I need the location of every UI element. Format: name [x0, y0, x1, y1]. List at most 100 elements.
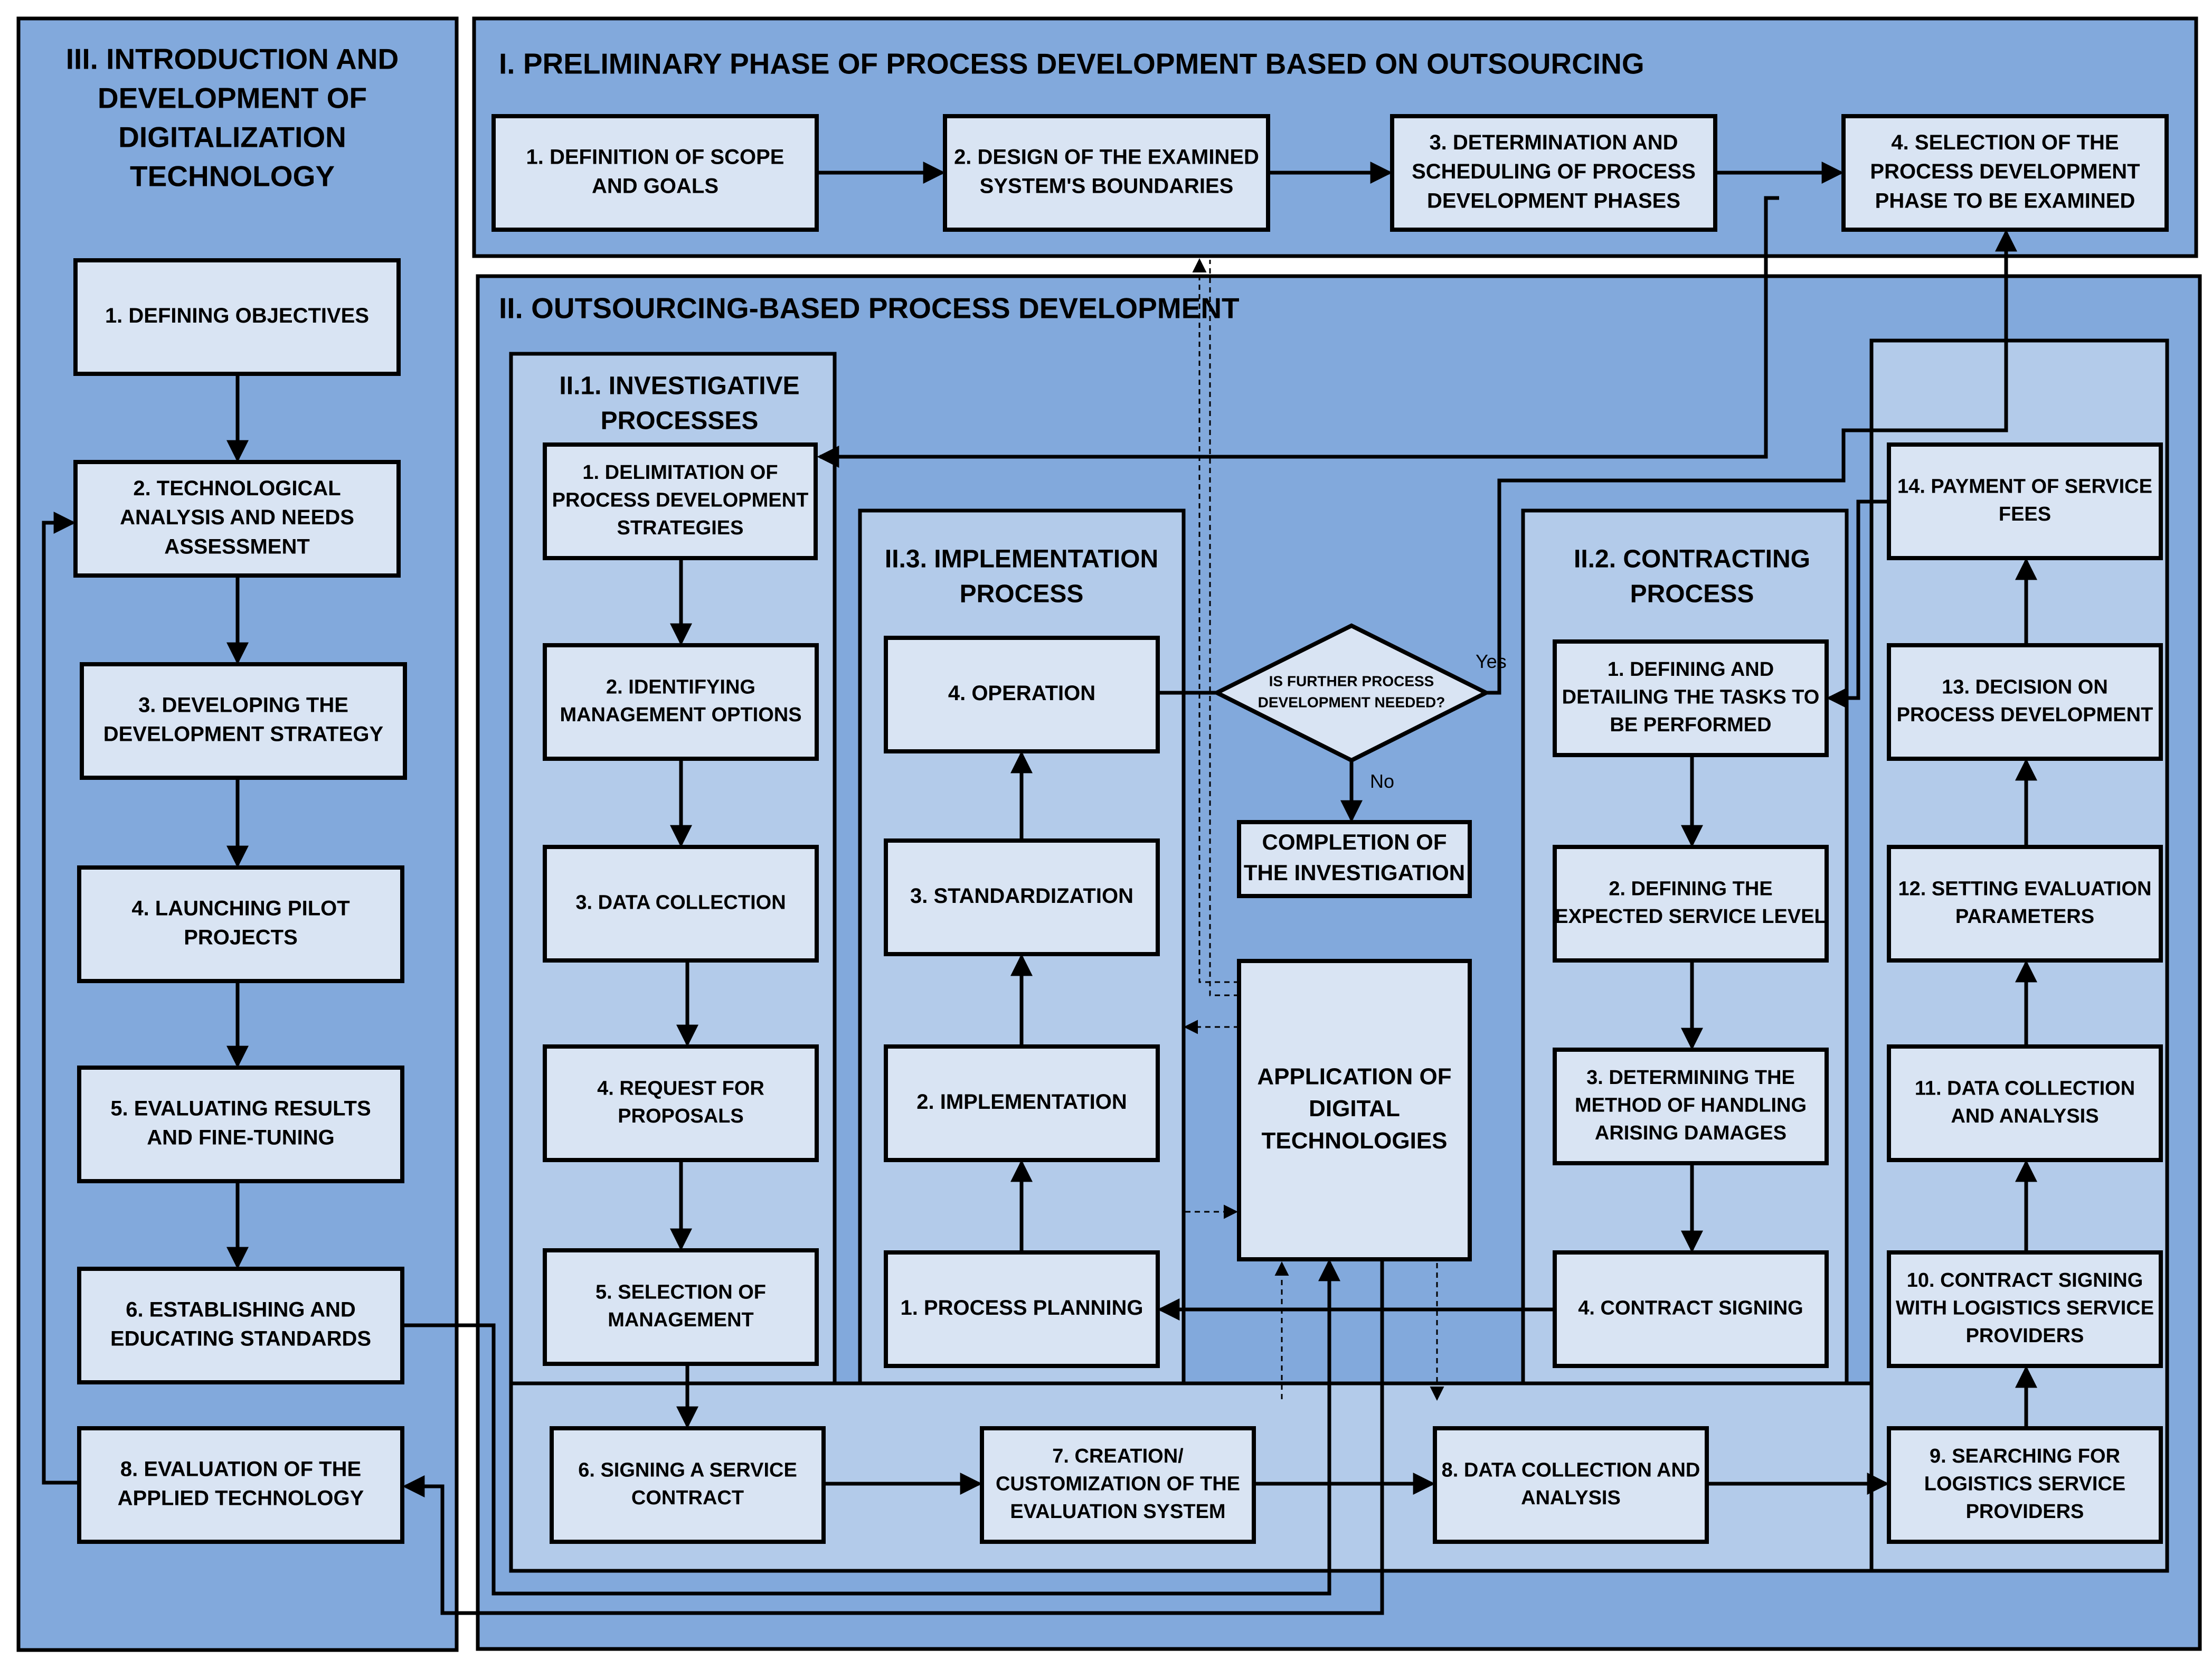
digital-technologies-box-line-2: DIGITAL — [1309, 1096, 1400, 1121]
implementation-step-2-line-1: 2. IMPLEMENTATION — [916, 1090, 1127, 1114]
dotted-digital-section1 — [1192, 258, 1239, 983]
implementation-step-3-frame — [884, 838, 1160, 956]
section3-step-4-line-2: PROJECTS — [184, 926, 298, 949]
contracting-step-4-line-1: 4. CONTRACT SIGNING — [1578, 1297, 1803, 1319]
investigative-step-4-line-2: PROPOSALS — [618, 1105, 744, 1127]
investigative-title-line-2: PROCESSES — [601, 407, 759, 435]
implementation-step-4: 4. OPERATION — [884, 636, 1160, 753]
section1-step-2-frame — [943, 114, 1270, 232]
section3-step-6: 6. ESTABLISHING AND EDUCATING STANDARDS — [77, 1267, 404, 1384]
contracting-step-1-line-3: BE PERFORMED — [1610, 714, 1771, 736]
investigative-step-12-line-2: PARAMETERS — [1955, 906, 2094, 928]
investigative-step-3-frame — [543, 845, 819, 963]
investigative-step-1-line-3: STRATEGIES — [617, 517, 744, 539]
section1-step-2-line-2: SYSTEM'S BOUNDARIES — [980, 175, 1234, 198]
investigative-step-9-line-3: PROVIDERS — [1966, 1501, 2084, 1523]
contracting-step-3-frame — [1553, 1048, 1829, 1165]
digital-technologies-box-frame — [1237, 959, 1472, 1261]
investigative-step-5-line-2: MANAGEMENT — [608, 1309, 754, 1331]
section3-step-7-line-2: APPLIED TECHNOLOGY — [118, 1487, 364, 1510]
decision-text-line-2: DEVELOPMENT NEEDED? — [1258, 694, 1445, 710]
implementation-step-4-line-1: 4. OPERATION — [948, 682, 1095, 705]
investigative-step-2-frame — [543, 643, 819, 761]
section3-title-line-2: DEVELOPMENT OF — [98, 82, 367, 115]
connectors — [42, 162, 2037, 1615]
contracting-step-3-line-3: ARISING DAMAGES — [1595, 1122, 1786, 1144]
section3-step-1-line-1: 1. DEFINING OBJECTIVES — [105, 304, 369, 327]
investigative-step-7: 7. CREATION/CUSTOMIZATION OF THEEVALUATI… — [980, 1426, 1256, 1544]
investigative-step-11-frame — [1887, 1044, 2163, 1162]
investigative-step-2: 2. IDENTIFYING MANAGEMENT OPTIONS — [543, 643, 819, 761]
investigative-step-10-frame — [1887, 1250, 2163, 1368]
implementation-step-1-line-1: 1. PROCESS PLANNING — [900, 1296, 1143, 1319]
contracting-step-3-line-1: 3. DETERMINING THE — [1586, 1067, 1795, 1089]
investigative-step-3-line-1: 3. DATA COLLECTION — [575, 892, 786, 914]
section1-step-3-line-2: SCHEDULING OF PROCESS — [1412, 160, 1696, 183]
investigative-step-7-line-3: EVALUATION SYSTEM — [1010, 1501, 1225, 1523]
section3-step-6-line-1: 6. ESTABLISHING AND — [126, 1298, 356, 1321]
contracting-step-3-line-2: METHOD OF HANDLING — [1575, 1095, 1807, 1117]
section1-step-4-frame — [1841, 114, 2169, 232]
decision-no-label: No — [1370, 770, 1394, 792]
dotted-digital-section1-b — [1209, 260, 1239, 996]
section3-step-3-line-2: DEVELOPMENT STRATEGY — [103, 723, 384, 746]
arrow-s3-8-2 — [42, 512, 79, 1485]
decision-yes-label: Yes — [1476, 651, 1507, 672]
section3-step-5-line-1: 5. EVALUATING RESULTS — [110, 1097, 371, 1120]
investigative-step-14: 14. PAYMENT OF SERVICE FEES — [1887, 442, 2163, 560]
section1-step-2-line-1: 2. DESIGN OF THE EXAMINED — [954, 145, 1259, 168]
investigative-step-4-line-1: 4. REQUEST FOR — [597, 1077, 764, 1099]
investigative-step-2-line-2: MANAGEMENT OPTIONS — [560, 704, 801, 726]
investigative-step-7-frame — [980, 1426, 1256, 1544]
investigative-step-1-frame — [543, 442, 818, 560]
investigative-step-4: 4. REQUEST FOR PROPOSALS — [543, 1044, 819, 1162]
contracting-title-line-1: II.2. CONTRACTING — [1574, 545, 1810, 573]
section3-step-6-frame — [77, 1267, 404, 1384]
investigative-step-10-line-1: 10. CONTRACT SIGNING — [1907, 1269, 2143, 1292]
section3-step-2-frame — [73, 460, 401, 578]
contracting-step-2-frame — [1553, 845, 1829, 963]
section3-step-5-frame — [77, 1066, 404, 1183]
section1-step-1-line-2: AND GOALS — [592, 175, 719, 198]
investigative-step-2-line-1: 2. IDENTIFYING — [606, 676, 755, 698]
contracting-step-1: 1. DEFINING AND DETAILING THE TASKS TO BE … — [1553, 639, 1829, 757]
investigative-step-9-frame — [1887, 1426, 2163, 1544]
implementation-step-2-frame — [884, 1044, 1160, 1162]
investigative-step-14-frame — [1887, 442, 2163, 560]
section3-step-2-line-3: ASSESSMENT — [164, 535, 310, 558]
section3-step-7-frame — [77, 1426, 404, 1544]
investigative-step-10-line-2: WITH LOGISTICS SERVICE — [1896, 1297, 2154, 1319]
investigative-step-14-line-1: 14. PAYMENT OF SERVICE — [1897, 475, 2152, 497]
section3-step-1-frame — [73, 258, 401, 376]
investigative-step-14-line-2: FEES — [1999, 503, 2051, 525]
contracting-step-1-line-2: DETAILING THE TASKS TO — [1562, 686, 1820, 709]
contracting-step-4-frame — [1553, 1250, 1829, 1368]
investigative-step-6-line-1: 6. SIGNING A SERVICE — [578, 1459, 797, 1481]
implementation-title-line-1: II.3. IMPLEMENTATION — [885, 545, 1158, 573]
decision-diamond-shape — [1212, 623, 1491, 763]
investigative-step-1-line-2: PROCESS DEVELOPMENT — [552, 489, 809, 512]
section1-step-4-line-2: PROCESS DEVELOPMENT — [1870, 160, 2140, 183]
contracting-step-1-line-1: 1. DEFINING AND — [1608, 658, 1774, 681]
section3-step-6-line-2: EDUCATING STANDARDS — [110, 1327, 371, 1351]
investigative-step-11-line-1: 11. DATA COLLECTION — [1915, 1077, 2135, 1099]
contracting-step-3: 3. DETERMINING THE METHOD OF HANDLING ARIS… — [1553, 1048, 1829, 1165]
contracting-step-2-line-2: EXPECTED SERVICE LEVEL — [1555, 906, 1827, 928]
implementation-title-line-2: PROCESS — [960, 580, 1084, 608]
digital-technologies-box-line-3: TECHNOLOGIES — [1261, 1128, 1447, 1154]
section3-step-3-frame — [80, 662, 407, 780]
section3-step-1: 1. DEFINING OBJECTIVES — [73, 258, 401, 376]
investigative-step-13-line-1: 13. DECISION ON — [1942, 676, 2108, 698]
investigative-step-5-line-1: 5. SELECTION OF — [595, 1281, 766, 1303]
